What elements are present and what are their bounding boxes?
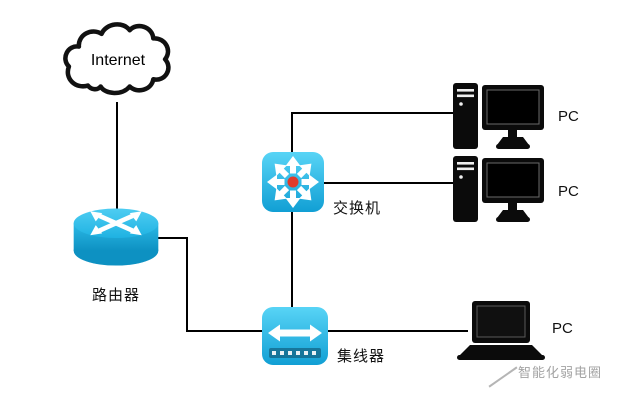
- hub-icon: [262, 307, 328, 365]
- laptop-icon: [457, 301, 545, 360]
- desktop-pc-icon-middle: [453, 156, 544, 222]
- pc-top-label: PC: [558, 108, 579, 125]
- connector-hub-laptop: [328, 330, 468, 332]
- pc-middle-label: PC: [558, 183, 579, 200]
- connector-router-junction: [158, 237, 188, 239]
- internet-label: Internet: [90, 52, 146, 69]
- connector-switch-hub: [291, 211, 293, 307]
- watermark-slash-line: [488, 366, 518, 388]
- router-icon: [73, 208, 159, 266]
- watermark-text: 智能化弱电圈: [518, 365, 603, 380]
- router-label: 路由器: [91, 287, 140, 304]
- internet-cloud-icon: [63, 22, 171, 96]
- connector-internet-router: [116, 102, 118, 212]
- desktop-pc-icon-top: [453, 83, 544, 149]
- connector-junction-hub: [186, 330, 264, 332]
- connector-junction-vertical: [186, 237, 188, 332]
- connector-switch-up: [291, 112, 293, 153]
- switch-label: 交换机: [333, 200, 382, 217]
- switch-icon: [262, 152, 324, 212]
- connector-switch-pc1: [291, 112, 471, 114]
- hub-label: 集线器: [337, 348, 386, 365]
- pc-laptop-label: PC: [552, 320, 573, 337]
- connector-switch-pc2: [324, 182, 470, 184]
